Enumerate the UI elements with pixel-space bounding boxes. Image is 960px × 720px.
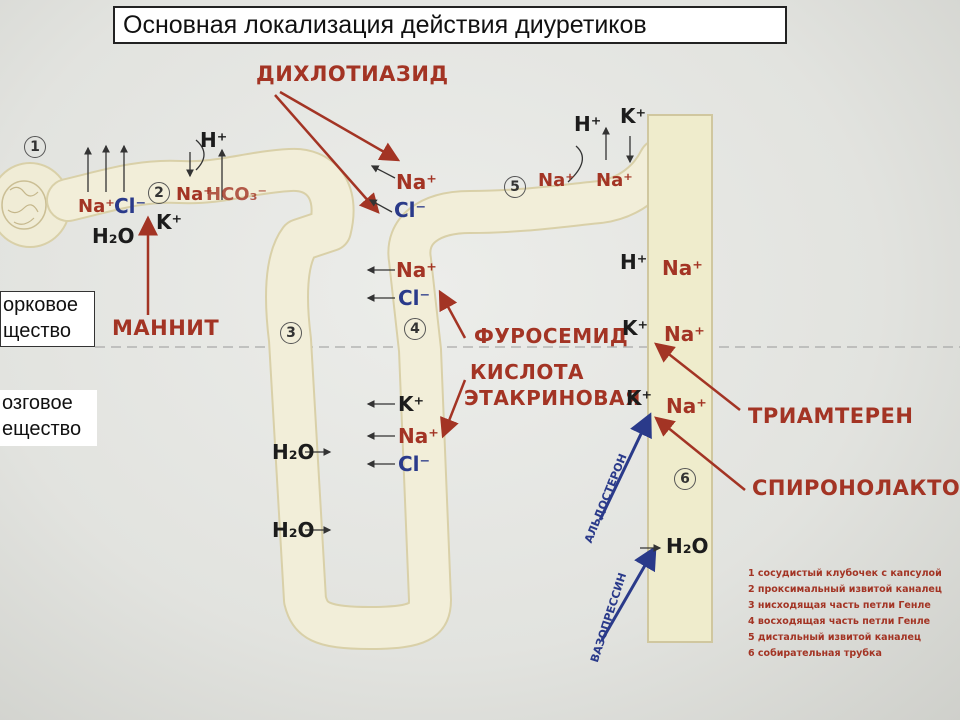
collecting-duct [647,114,713,643]
segment-legend: 1 сосудистый клубочек с капсулой 2 прокс… [748,566,942,662]
legend-item-6: 6 собирательная трубка [748,648,882,659]
segment-number-3: 3 [280,322,302,344]
ion-na-collecting-1: Na⁺ [662,256,703,280]
segment-number-2: 2 [148,182,170,204]
ion-na-ascending-3: Na⁺ [398,424,439,448]
slide-title: Основная локализация действия диуретиков [113,6,787,44]
ion-na-proximal-2: Na⁺ [176,184,213,205]
legend-item-1: 1 сосудистый клубочек с капсулой [748,568,942,579]
ion-h2o-descending-2: H₂O [272,518,315,542]
ion-h-distal: H⁺ [574,112,602,136]
ion-na-proximal: Na⁺ [78,196,115,217]
arrow-dichlothiazide-cl [274,94,380,214]
segment-number-5: 5 [504,176,526,198]
legend-item-2: 2 проксимальный извитой каналец [748,584,942,595]
segment-number-6: 6 [674,468,696,490]
drug-triamterene: ТРИАМТЕРЕН [748,404,914,428]
medulla-label: озговое ещество [0,390,97,446]
legend-item-4: 4 восходящая часть петли Генле [748,616,931,627]
ion-h2o-proximal: H₂O [92,224,135,248]
ion-h-collecting: H⁺ [620,250,648,274]
ion-k-proximal: K⁺ [156,210,183,234]
drug-ethacrynic-line2: ЭТАКРИНОВАЯ [464,386,641,410]
ion-k-distal: K⁺ [620,104,647,128]
drug-spironolactone: СПИРОНОЛАКТОН [752,476,960,500]
legend-item-3: 3 нисходящая часть петли Генле [748,600,931,611]
ion-k-ascending: K⁺ [398,392,425,416]
arrow-spironolactone [654,416,746,491]
ion-cl-ascending-1: Cl⁻ [394,198,427,222]
arrow-dichlothiazide-na [279,90,401,162]
ion-na-ascending-1: Na⁺ [396,170,437,194]
ion-na-ascending-2: Na⁺ [396,258,437,282]
ion-na-collecting-3: Na⁺ [666,394,707,418]
drug-mannitol: МАННИТ [112,316,220,340]
cortex-label: орковое щество [0,291,95,347]
arrow-ethacrynic-na [440,379,467,439]
ion-h2o-collecting: H₂O [666,534,709,558]
ion-h-proximal: H⁺ [200,128,228,152]
ion-cl-proximal: Cl⁻ [114,194,147,218]
segment-number-4: 4 [404,318,426,340]
ion-k-collecting-1: K⁺ [622,316,649,340]
segment-number-1: 1 [24,136,46,158]
ion-hco3: HCO₃⁻ [206,184,267,205]
drug-ethacrynic-line1: КИСЛОТА [470,360,584,384]
drug-dichlothiazide: ДИХЛОТИАЗИД [256,62,449,86]
ion-h2o-descending-1: H₂O [272,440,315,464]
legend-item-5: 5 дистальный извитой каналец [748,632,921,643]
drug-furosemide: ФУРОСЕМИД [474,324,629,348]
ion-na-distal-1: Na⁺ [538,170,575,191]
arrow-triamterene [654,342,741,411]
arrow-vasopressin [600,545,657,641]
ion-na-distal-2: Na⁺ [596,170,633,191]
ion-k-collecting-2: K⁺ [626,386,653,410]
ion-cl-ascending-2: Cl⁻ [398,286,431,310]
arrow-furosemide-cl [438,289,467,339]
arrow-aldosterone [598,412,652,521]
ion-cl-ascending-3: Cl⁻ [398,452,431,476]
ion-na-collecting-2: Na⁺ [664,322,705,346]
